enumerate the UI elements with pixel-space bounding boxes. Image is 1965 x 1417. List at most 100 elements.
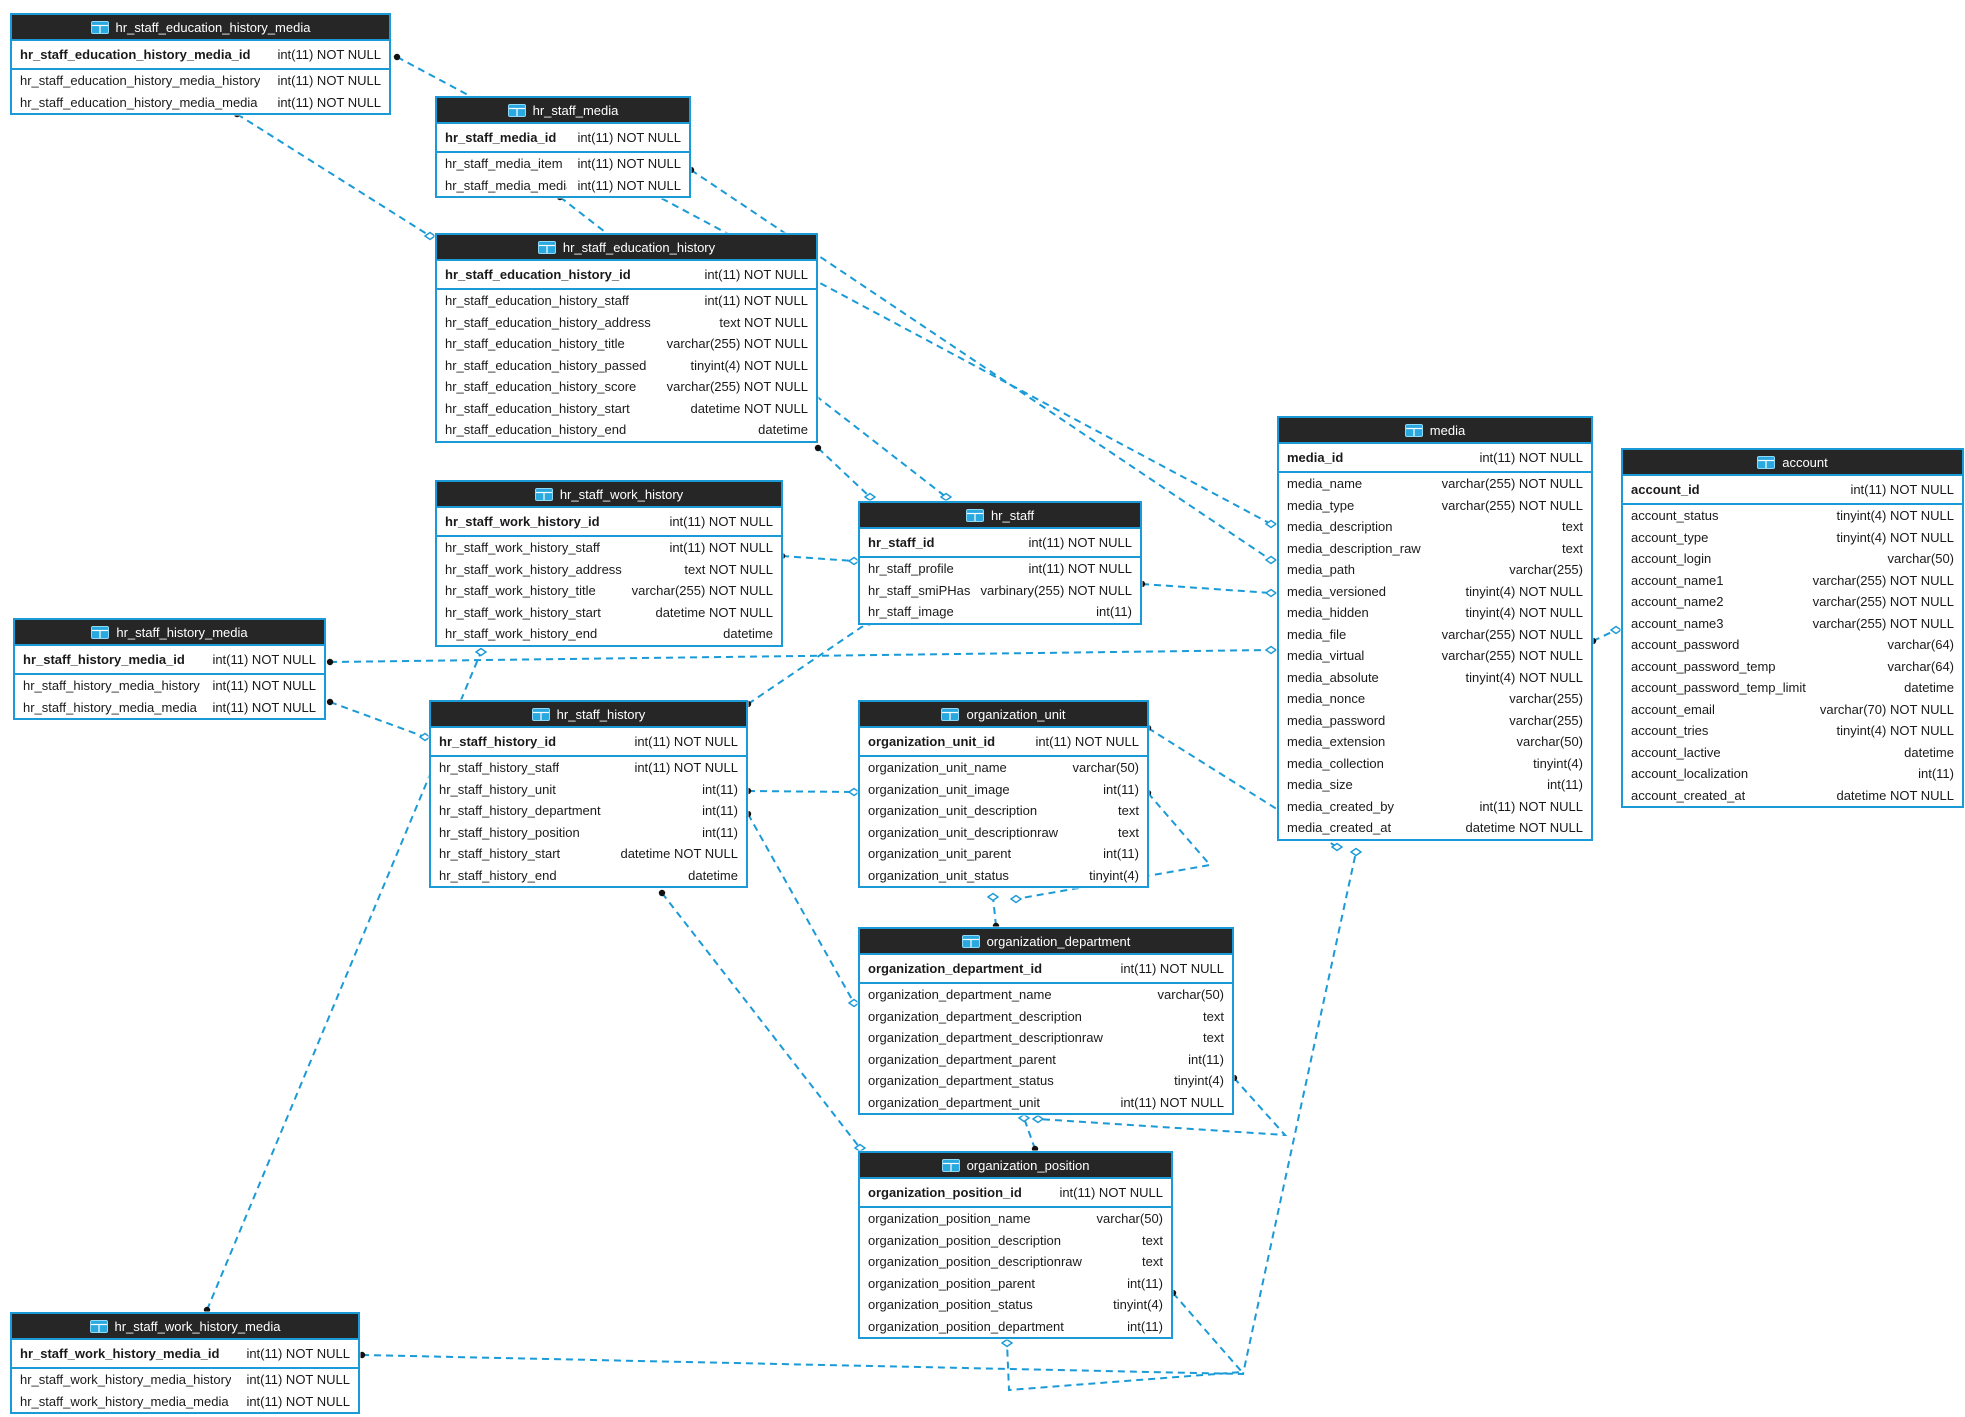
table-icon <box>89 1319 108 1333</box>
column-type: int(11) <box>702 803 738 819</box>
column-type: int(11) <box>1127 1318 1163 1334</box>
column-name: hr_staff_education_history_start <box>445 400 630 416</box>
table-organization_department[interactable]: organization_department organization_depa… <box>858 927 1234 1115</box>
table-header: hr_staff_education_history <box>437 235 816 261</box>
column-name: media_file <box>1287 626 1347 642</box>
column-name: organization_department_name <box>868 987 1052 1003</box>
column-type: varchar(255) NOT NULL <box>1441 476 1583 492</box>
column-name: organization_department_parent <box>868 1051 1056 1067</box>
column-name: account_email <box>1631 701 1715 717</box>
column-type: datetime <box>1904 680 1954 696</box>
table-hr_staff_media[interactable]: hr_staff_media hr_staff_media_id int(11) N… <box>435 96 691 198</box>
column-name: media_absolute <box>1287 669 1379 685</box>
table-header: organization_department <box>860 929 1232 955</box>
column-type: varchar(255) <box>1509 691 1583 707</box>
column-type: varchar(255) NOT NULL <box>666 379 808 395</box>
column-name: hr_staff_history_staff <box>439 760 560 776</box>
column-name: organization_position_department <box>868 1318 1064 1334</box>
column-name: hr_staff_education_history_media_id <box>20 47 251 62</box>
relationship-line <box>817 447 871 498</box>
column-name: media_versioned <box>1287 583 1387 599</box>
column-name: hr_staff_work_history_media_id <box>20 1346 220 1361</box>
column-name: account_login <box>1631 551 1712 567</box>
table-header: hr_staff_media <box>437 98 689 124</box>
column-name: organization_department_id <box>868 961 1043 976</box>
column-name: hr_staff_work_history_media_history <box>20 1372 232 1388</box>
column-type: int(11) NOT NULL <box>577 130 681 145</box>
column-name: media_collection <box>1287 755 1384 771</box>
column-type: int(11) NOT NULL <box>634 734 738 749</box>
column-name: hr_staff_work_history_address <box>445 561 622 577</box>
relationship-line <box>992 896 997 927</box>
column-name: account_status <box>1631 508 1719 524</box>
column-name: hr_staff_media_id <box>445 130 557 145</box>
relationship-diamond-end <box>1017 1113 1031 1123</box>
column-name: hr_staff_work_history_id <box>445 514 600 529</box>
relationship-line <box>1141 583 1272 594</box>
relationship-line <box>781 555 855 562</box>
column-name: organization_unit_name <box>868 760 1007 776</box>
column-name: media_virtual <box>1287 648 1365 664</box>
table-title: hr_staff_education_history <box>562 239 716 255</box>
column-name: hr_staff_history_media_media <box>23 699 197 715</box>
relationship-line <box>747 790 855 793</box>
column-name: hr_staff_history_id <box>439 734 557 749</box>
column-type: tinyint(4) NOT NULL <box>690 357 808 373</box>
column-name: account_name2 <box>1631 594 1724 610</box>
table-header: organization_unit <box>860 702 1147 728</box>
relationship-dot-end <box>326 698 334 706</box>
column-type: int(11) NOT NULL <box>1850 482 1954 497</box>
table-hr_staff_education_history[interactable]: hr_staff_education_history hr_staff_educa… <box>435 233 818 443</box>
relationship-line <box>1037 1077 1288 1137</box>
relationship-diamond-end <box>1349 847 1363 857</box>
table-row: media_collection tinyint(4) <box>1279 753 1591 775</box>
pk-row: hr_staff_history_id int(11) NOT NULL <box>431 728 746 755</box>
column-type: varchar(50) <box>1516 734 1583 750</box>
column-name: hr_staff_education_history_media_media <box>20 94 258 110</box>
primary-key-section: hr_staff_history_id int(11) NOT NULL <box>431 728 746 757</box>
column-type: tinyint(4) <box>1533 755 1583 771</box>
column-type: int(11) NOT NULL <box>1479 798 1583 814</box>
column-name: media_created_at <box>1287 820 1392 836</box>
table-icon <box>941 1158 960 1172</box>
column-type: varchar(255) NOT NULL <box>666 336 808 352</box>
table-icon <box>1404 423 1423 437</box>
column-type: int(11) <box>702 824 738 840</box>
column-name: hr_staff_history_media_id <box>23 652 185 667</box>
column-type: varchar(50) <box>1157 987 1224 1003</box>
